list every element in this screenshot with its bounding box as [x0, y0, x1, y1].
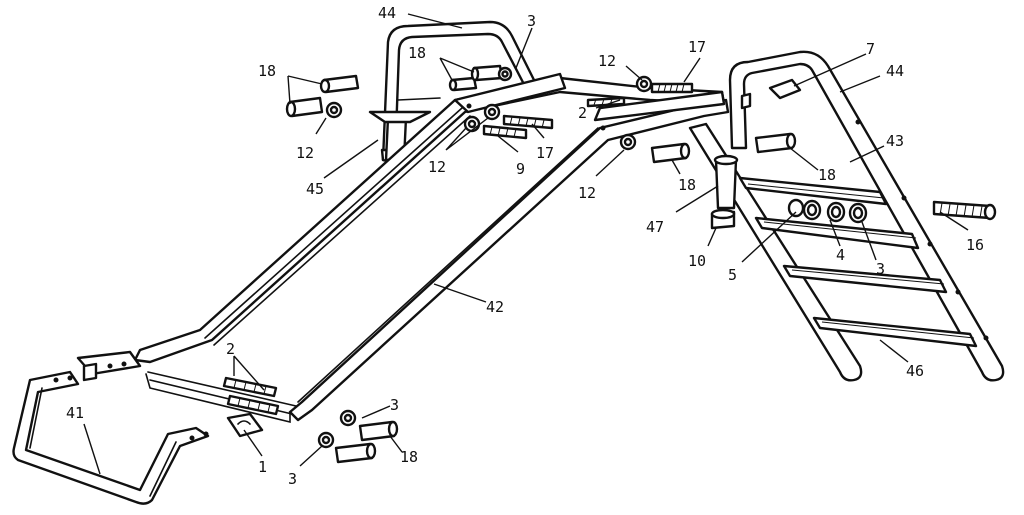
label-17-top: 17: [688, 38, 706, 56]
label-18-ladder: 18: [818, 166, 836, 184]
label-17-lower: 17: [536, 144, 554, 162]
label-4: 4: [836, 246, 845, 264]
label-3-ladder: 3: [876, 260, 885, 278]
washers: [317, 66, 868, 449]
label-2-bottom: 2: [226, 340, 235, 358]
label-43: 43: [886, 132, 904, 150]
label-45: 45: [306, 180, 324, 198]
base-bracket: [76, 350, 142, 382]
leader-lines: [83, 13, 969, 475]
label-18-rear: 18: [408, 44, 426, 62]
bolts: [222, 82, 997, 416]
ladder-post: [710, 154, 739, 230]
label-5: 5: [728, 266, 737, 284]
label-12-left: 12: [296, 144, 314, 162]
label-10: 10: [688, 252, 706, 270]
label-44-top: 44: [378, 4, 396, 22]
slide-bed: [133, 72, 730, 424]
base-frame: [12, 370, 210, 505]
label-41: 41: [66, 404, 84, 422]
label-46: 46: [906, 362, 924, 380]
label-12-center: 12: [428, 158, 446, 176]
label-12-top: 12: [598, 52, 616, 70]
label-42: 42: [486, 298, 504, 316]
label-18-right: 18: [678, 176, 696, 194]
clip-part: [226, 412, 264, 438]
label-2-top: 2: [578, 104, 587, 122]
label-16: 16: [966, 236, 984, 254]
label-9: 9: [516, 160, 525, 178]
label-12-right: 12: [578, 184, 596, 202]
label-3-top: 3: [527, 12, 536, 30]
spacer-tubes: [285, 64, 797, 464]
label-47: 47: [646, 218, 664, 236]
label-18-bottom: 18: [400, 448, 418, 466]
label-44-right: 44: [886, 62, 904, 80]
label-18-topleft: 18: [258, 62, 276, 80]
part-labels: 44 3 18 18 12 17 7 44 2 43 12 45 12 9 17…: [66, 4, 984, 488]
label-1: 1: [258, 458, 267, 476]
label-3-bottomright: 3: [390, 396, 399, 414]
label-7: 7: [866, 40, 875, 58]
label-3-bottom: 3: [288, 470, 297, 488]
